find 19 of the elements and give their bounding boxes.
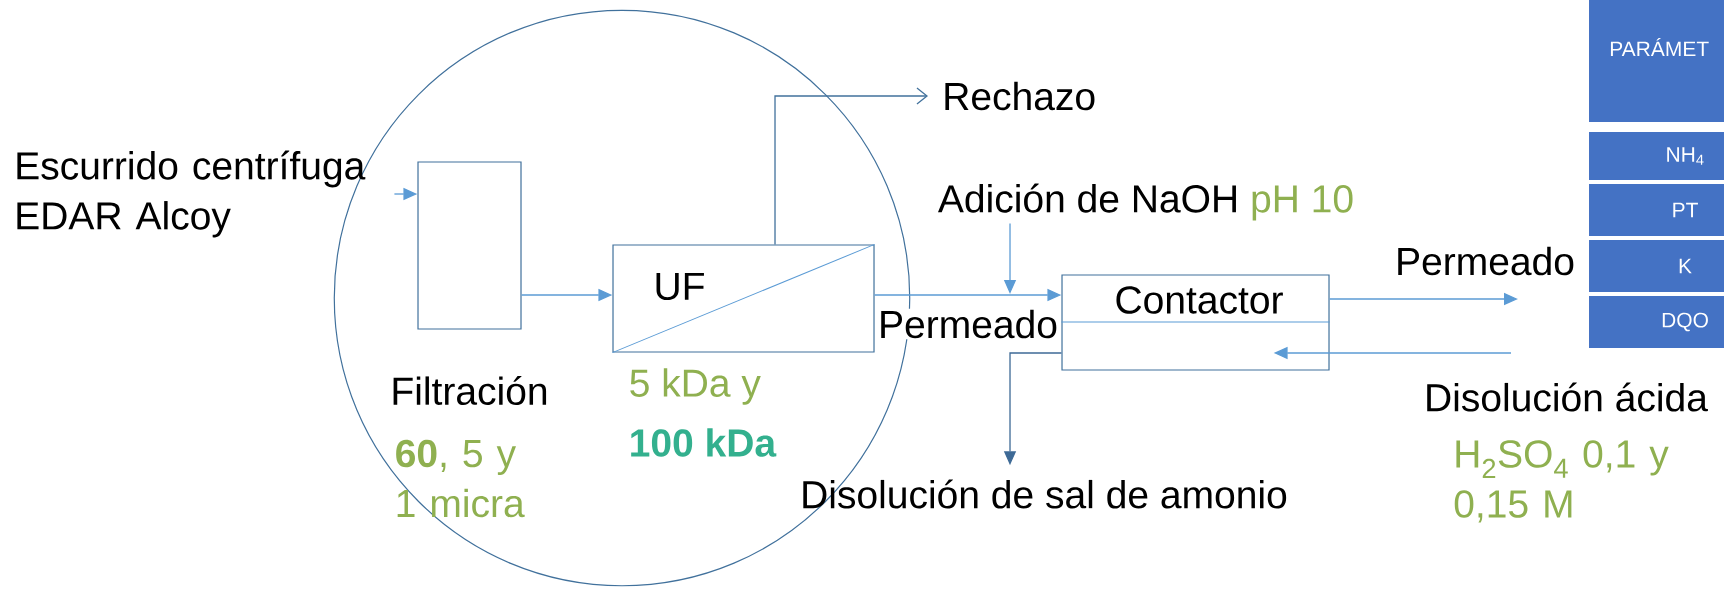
spec-text: 100 kDa xyxy=(631,428,777,457)
spec-text: 60, 5 y 1 micra xyxy=(396,439,525,518)
arrow xyxy=(774,87,928,246)
inlet-label: Escurrido centrífuga EDAR Alcoy xyxy=(17,150,366,238)
table-header-cell: PARÁMET xyxy=(1589,0,1724,122)
edge-label: Permeado xyxy=(877,308,1059,340)
edge-label: Permeado xyxy=(1394,245,1576,277)
process-label: UF xyxy=(656,272,704,301)
table-cell: K xyxy=(1589,240,1724,292)
inlet-label: Adición de NaOH pH 10 xyxy=(938,183,1353,221)
table-cell: NH$_{4}$ xyxy=(1589,132,1724,180)
edge-label: Disolución ácida xyxy=(1423,381,1709,413)
spec-text: 5 kDa y xyxy=(630,368,761,405)
table-cell: DQO xyxy=(1589,296,1724,348)
table-cell: PT xyxy=(1589,184,1724,236)
contactor-box: Contactor xyxy=(1060,274,1331,371)
process-label: Filtración xyxy=(393,375,547,406)
outlet-label: Rechazo xyxy=(945,81,1095,111)
concentration-text: H$_{2}$SO$_{4}$ 0,1 y 0,15 M xyxy=(1454,440,1669,523)
